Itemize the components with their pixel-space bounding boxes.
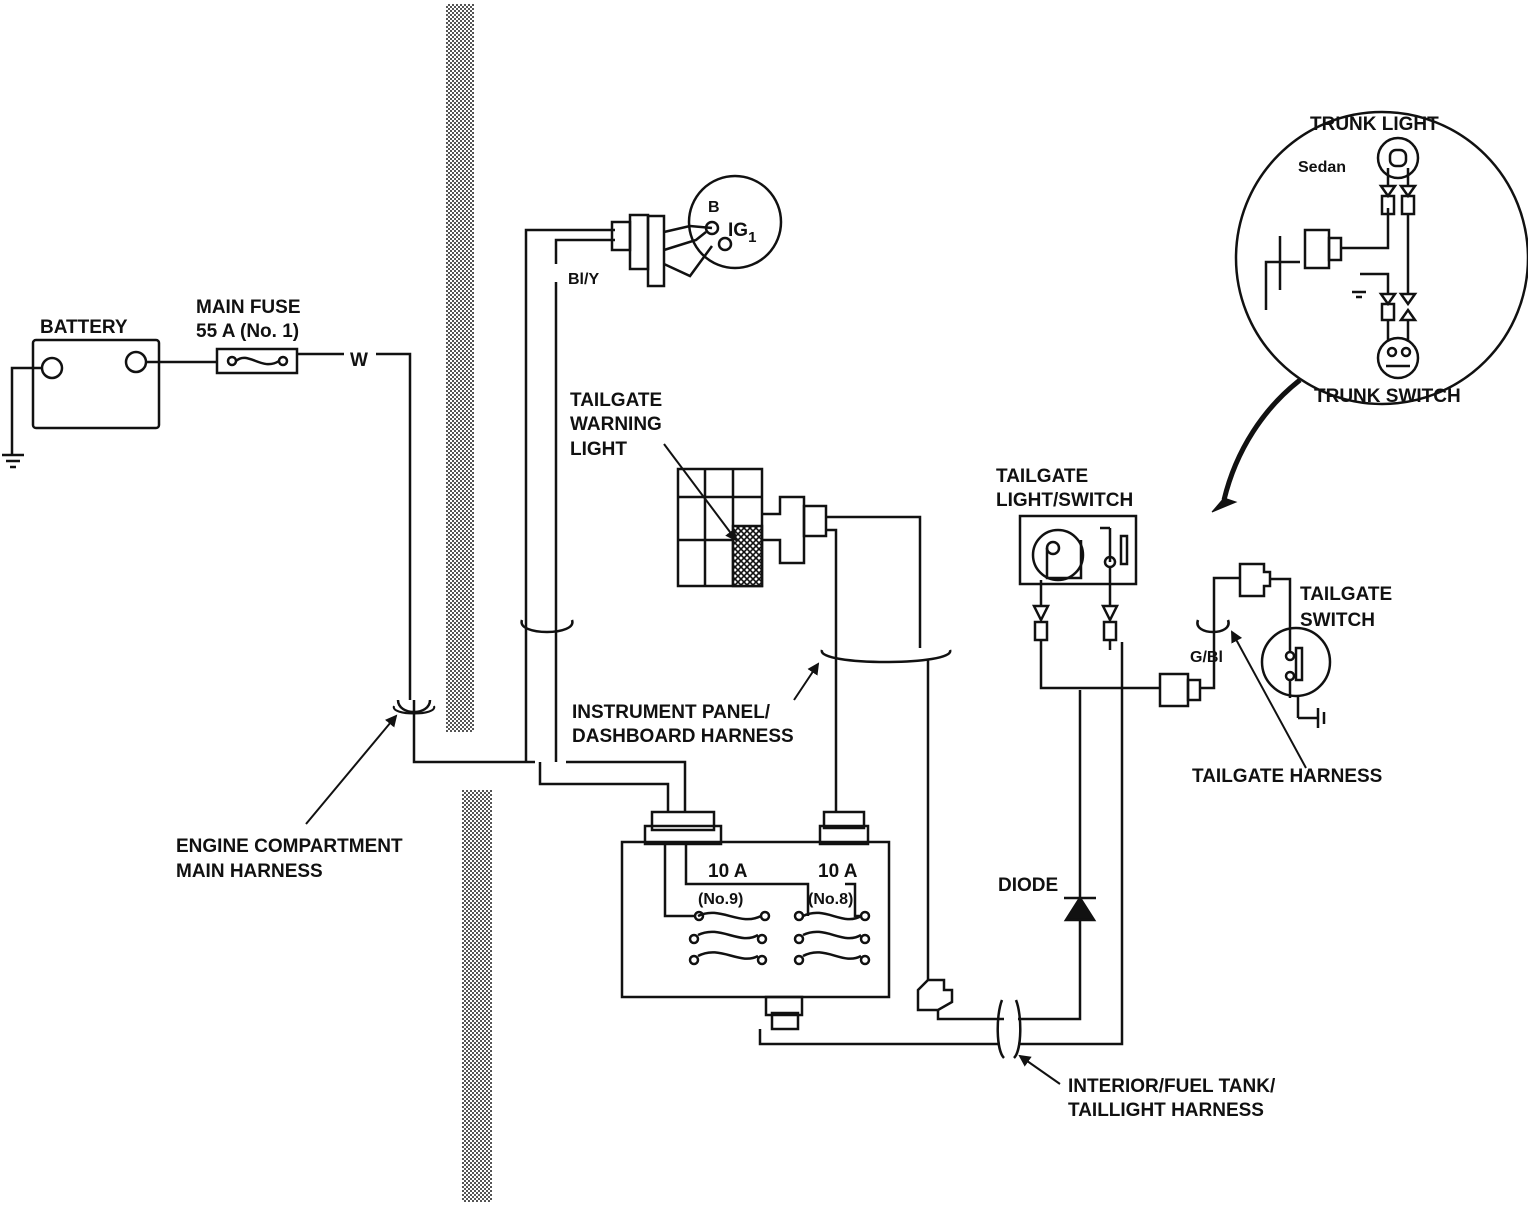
interior-harness-label-1: INTERIOR/FUEL TANK/ — [1068, 1076, 1276, 1097]
main-harness-wire — [412, 700, 535, 764]
terminal-ig-label: IG1 — [728, 220, 756, 246]
sedan-label: Sedan — [1298, 159, 1346, 176]
wire-color-bly: Bl/Y — [568, 271, 599, 288]
tailgate-harness-connector — [1158, 562, 1292, 708]
tailgate-light-switch-label-2: LIGHT/SWITCH — [996, 490, 1133, 511]
battery-label: BATTERY — [40, 317, 128, 338]
instrument-panel-label-1: INSTRUMENT PANEL/ — [572, 702, 771, 723]
pointer-interior-harness — [1018, 1054, 1061, 1085]
pointer-warning-light — [663, 443, 738, 542]
fuse-9-number: (No.9) — [698, 891, 743, 908]
interior-harness-label-2: TAILLIGHT HARNESS — [1068, 1100, 1264, 1121]
trunk-light-label: TRUNK LIGHT — [1310, 114, 1439, 135]
tailgate-warning-label-1: TAILGATE — [570, 390, 662, 411]
tailgate-warning-label-2: WARNING — [570, 414, 662, 435]
main-fuse — [146, 347, 412, 700]
firewall-bulkhead — [446, 4, 492, 1202]
instrument-panel-label-2: DASHBOARD HARNESS — [572, 726, 794, 747]
tailgate-light-switch — [1018, 514, 1160, 690]
wire-color-gbl: G/Bl — [1190, 649, 1223, 666]
battery-symbol — [2, 338, 161, 469]
tailgate-light-switch-label-1: TAILGATE — [996, 466, 1088, 487]
ignition-feed-wire — [524, 228, 615, 762]
tailgate-warning-label-3: LIGHT — [570, 439, 627, 460]
engine-harness-label-1: ENGINE COMPARTMENT — [176, 836, 403, 857]
interior-harness-connector — [916, 642, 1124, 1059]
fuse-9-amps: 10 A — [708, 861, 748, 882]
engine-harness-clip — [396, 699, 432, 714]
tailgate-switch — [1260, 626, 1332, 728]
diode-symbol — [1063, 690, 1097, 922]
fuse-8-number: (No.8) — [808, 891, 853, 908]
inset-arrow — [1221, 378, 1302, 501]
main-fuse-label: MAIN FUSE — [196, 297, 301, 318]
warning-light-panel — [676, 467, 922, 812]
tailgate-switch-label-2: SWITCH — [1300, 610, 1375, 631]
ignition-switch — [687, 174, 783, 270]
dash-harness-clip-right — [820, 649, 952, 664]
trunk-inset — [1234, 110, 1528, 406]
wire-color-w: W — [350, 350, 368, 371]
labels: BATTERY MAIN FUSE 55 A (No. 1) W Bl/Y B … — [40, 114, 1461, 1121]
terminal-b-label: B — [708, 199, 720, 216]
fuse-8-amps: 10 A — [818, 861, 858, 882]
fuse-box — [620, 810, 1000, 1046]
pointer-tailgate-harness — [1231, 630, 1307, 769]
dash-harness-clip-left — [520, 619, 574, 634]
pointer-dash-harness — [793, 662, 820, 701]
engine-harness-label-2: MAIN HARNESS — [176, 861, 323, 882]
ignition-switch-connector — [610, 213, 714, 288]
trunk-switch-label: TRUNK SWITCH — [1314, 386, 1461, 407]
diode-label: DIODE — [998, 875, 1058, 896]
main-fuse-rating: 55 A (No. 1) — [196, 321, 299, 342]
pointer-engine-harness — [305, 714, 398, 825]
tailgate-harness-label: TAILGATE HARNESS — [1192, 766, 1382, 787]
tailgate-switch-label-1: TAILGATE — [1300, 584, 1392, 605]
